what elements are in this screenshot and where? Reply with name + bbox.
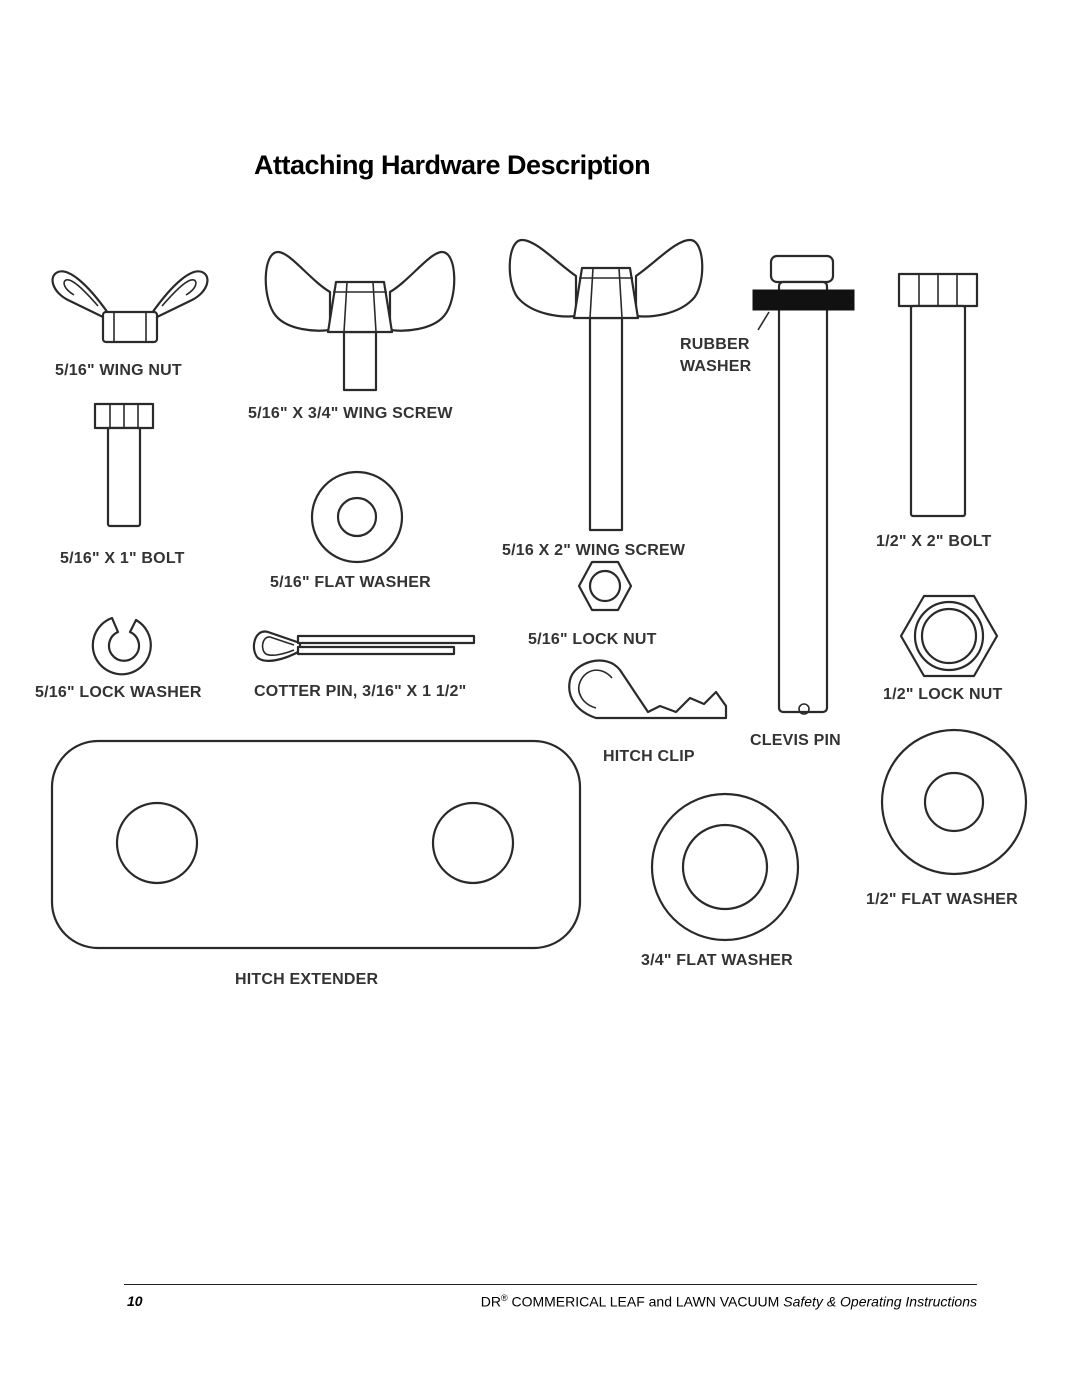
footer-title: DR® COMMERICAL LEAF and LAWN VACUUM Safe… [481,1293,977,1310]
wing-screw-short-drawing [264,250,456,392]
rubber-washer-label-line2: WASHER [680,358,752,375]
footer-brand: DR [480,1293,501,1310]
flat-washer-516-drawing [310,470,404,564]
bolt-half-drawing [897,272,979,518]
clevis-pin-drawing [752,254,855,715]
hitch-extender-label: HITCH EXTENDER [235,971,378,988]
rubber-washer-leader [757,311,770,331]
lock-nut-half-drawing [899,594,999,678]
footer-product: COMMERICAL LEAF and LAWN VACUUM [507,1293,784,1310]
flat-washer-34-drawing [650,792,800,942]
hitch-clip-label: HITCH CLIP [603,748,695,765]
flat-washer-half-drawing [880,728,1028,876]
wing-screw-long-label: 5/16 X 2" WING SCREW [502,542,686,559]
bolt-short-drawing [93,402,155,528]
rubber-washer-label-line1: RUBBER [680,336,750,353]
wing-nut-drawing [51,270,209,344]
footer-doc-type: Safety & Operating Instructions [783,1293,977,1310]
lock-nut-half-label: 1/2" LOCK NUT [883,686,1003,703]
hitch-extender-drawing [50,739,582,950]
bolt-short-label: 5/16" X 1" BOLT [60,550,185,567]
wing-screw-short-label: 5/16" X 3/4" WING SCREW [248,405,453,422]
wing-nut-label: 5/16" WING NUT [55,362,182,379]
page-title: Attaching Hardware Description [254,150,651,180]
lock-nut-516-label: 5/16" LOCK NUT [528,631,657,648]
registered-mark: ® [500,1293,508,1303]
flat-washer-516-label: 5/16" FLAT WASHER [270,574,431,591]
lock-washer-label: 5/16" LOCK WASHER [35,684,202,701]
clevis-pin-label: CLEVIS PIN [750,732,841,749]
wing-screw-long-drawing [508,238,704,532]
hitch-clip-drawing [568,659,728,720]
flat-washer-34-label: 3/4" FLAT WASHER [641,952,793,969]
cotter-pin-drawing [252,630,476,662]
flat-washer-half-label: 1/2" FLAT WASHER [866,891,1018,908]
footer-divider [124,1284,977,1285]
bolt-half-label: 1/2" X 2" BOLT [876,533,992,550]
lock-washer-drawing [91,616,152,676]
cotter-pin-label: COTTER PIN, 3/16" X 1 1/2" [254,683,466,700]
page-number: 10 [127,1293,143,1309]
lock-nut-516-drawing [577,560,633,612]
